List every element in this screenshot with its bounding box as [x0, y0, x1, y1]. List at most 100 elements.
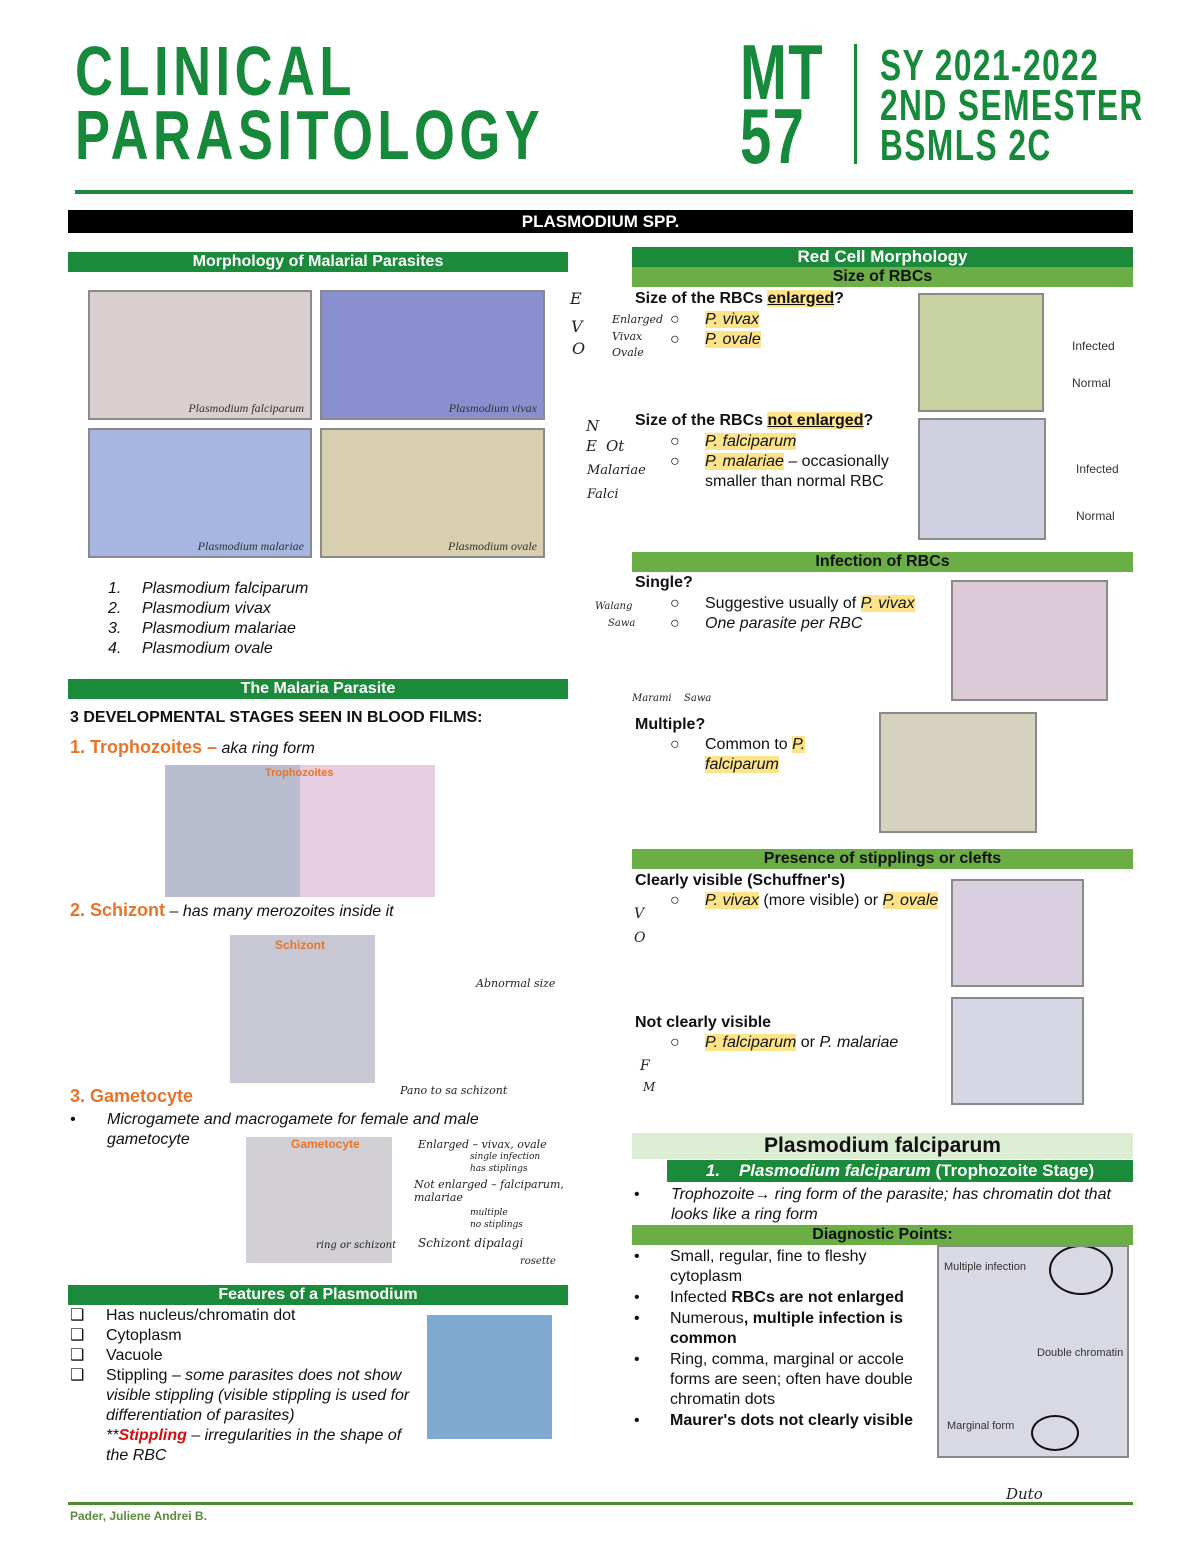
multiple-infection-image: [879, 712, 1037, 833]
header-rule: [75, 190, 1133, 194]
image-label: Multiple infection: [944, 1261, 1026, 1273]
normal-label: Normal: [1072, 376, 1111, 390]
not-enlarged-rbc-image: [918, 418, 1046, 540]
handwritten-note: Sawa: [684, 693, 712, 704]
falciparum-image: Plasmodium falciparum: [88, 290, 312, 420]
handwritten-note: rosette: [520, 1256, 556, 1267]
handwritten-note: Abnormal size: [476, 977, 556, 990]
stage-trophozoite: 1. Trophozoites – aka ring form: [70, 737, 315, 757]
normal-label: Normal: [1076, 509, 1115, 523]
handwritten-note: Marami: [632, 693, 672, 704]
enlarged-list: ○P. vivax ○P. ovale: [670, 310, 761, 350]
handwritten-note: Ovale: [612, 346, 644, 359]
ovale-image: Plasmodium ovale: [320, 428, 545, 558]
species-item: 1.Plasmodium falciparum: [108, 580, 309, 597]
gametocyte-image: Gametocyte: [246, 1137, 392, 1263]
footer-rule: [68, 1502, 1133, 1505]
list-item: ○P. ovale: [670, 331, 761, 348]
section: BSMLS 2C: [880, 121, 1052, 170]
handwritten-note: Ot: [606, 437, 625, 455]
image-caption: Plasmodium ovale: [448, 539, 537, 553]
enlarged-rbc-image: [918, 293, 1044, 412]
handwritten-note: F: [640, 1058, 650, 1074]
single-question: Single?: [635, 574, 693, 591]
infected-label: Infected: [1076, 462, 1119, 476]
image-label: Double chromatin: [1037, 1347, 1124, 1359]
species-list: 1.Plasmodium falciparum 2.Plasmodium viv…: [108, 579, 308, 659]
list-item: •Infected RBCs are not enlarged: [634, 1289, 904, 1306]
not-visible-question: Not clearly visible: [635, 1014, 772, 1031]
species-item: 3.Plasmodium malariae: [108, 620, 296, 637]
image-caption: Plasmodium malariae: [197, 539, 304, 553]
plasmodium-features-image: [427, 1315, 552, 1439]
no-stippling-image: [951, 997, 1084, 1105]
school-year: SY 2021-2022: [880, 41, 1100, 90]
handwritten-note: has stiplings: [470, 1164, 528, 1174]
infection-header: Infection of RBCs: [632, 552, 1133, 572]
doc-title-line2: PARASITOLOGY: [75, 96, 545, 174]
infected-label: Infected: [1072, 339, 1115, 353]
handwritten-note: Malariae: [587, 463, 646, 478]
list-item: •Numerous, multiple infection is common: [634, 1310, 903, 1347]
handwritten-note: Enlarged – vivax, ovale: [418, 1138, 547, 1151]
handwritten-note: Pano to sa schizont: [400, 1084, 508, 1097]
annotation-circle: [1049, 1247, 1113, 1295]
diagnostic-list: •Small, regular, fine to fleshy cytoplas…: [634, 1247, 914, 1431]
species-item: 2.Plasmodium vivax: [108, 600, 271, 617]
schizont-image: Schizont: [230, 935, 375, 1083]
handwritten-note: Falci: [587, 487, 619, 502]
multiple-question: Multiple?: [635, 716, 706, 733]
header-divider: [854, 44, 857, 164]
falciparum-diagnostic-image: Multiple infection Double chromatin Marg…: [937, 1245, 1129, 1458]
falciparum-title: Plasmodium falciparum: [632, 1133, 1133, 1159]
image-caption: Plasmodium vivax: [448, 401, 537, 415]
enlarged-question: Size of the RBCs enlarged?: [635, 290, 844, 307]
handwritten-note: O: [634, 930, 646, 946]
handwritten-note: E: [586, 437, 597, 455]
list-item: ○P. vivax: [670, 311, 759, 328]
malaria-parasite-header: The Malaria Parasite: [68, 679, 568, 699]
handwritten-note: M: [643, 1080, 656, 1094]
list-item: ○One parasite per RBC: [670, 615, 863, 632]
trophozoite-image: Trophozoites: [165, 765, 435, 897]
species-item: 4.Plasmodium ovale: [108, 640, 273, 657]
handwritten-note: O: [572, 339, 586, 358]
handwritten-note: E: [570, 289, 582, 308]
vivax-image: Plasmodium vivax: [320, 290, 545, 420]
handwritten-note: Walang: [595, 601, 633, 612]
image-caption: Plasmodium falciparum: [188, 401, 304, 415]
handwritten-note: Duto: [1006, 1485, 1043, 1503]
doc-title-line1: CLINICAL: [75, 32, 356, 110]
semester: 2ND SEMESTER: [880, 81, 1144, 130]
list-item: ○P. malariae – occasionally smaller than…: [670, 453, 889, 490]
list-item: •Maurer's dots not clearly visible: [634, 1412, 913, 1429]
handwritten-note: Sawa: [608, 618, 636, 629]
handwritten-note: ring or schizont: [316, 1240, 397, 1251]
red-cell-morphology-header: Red Cell Morphology: [632, 247, 1133, 267]
course-number: 57: [740, 92, 806, 180]
visible-item: ○P. vivax (more visible) or P. ovale: [670, 892, 939, 909]
multiple-item: ○Common to P. falciparum: [670, 736, 806, 773]
section-banner: PLASMODIUM SPP.: [68, 210, 1133, 233]
schuffner-image: [951, 879, 1084, 987]
trophozoite-bullet: •Trophozoite→ ring form of the parasite;…: [634, 1186, 1111, 1223]
features-list: ❑Has nucleus/chromatin dot ❑Cytoplasm ❑V…: [70, 1306, 420, 1466]
list-item: ○Suggestive usually of P. vivax: [670, 595, 915, 612]
image-label: Marginal form: [947, 1420, 1015, 1432]
not-enlarged-list: ○P. falciparum ○P. malariae – occasional…: [670, 432, 900, 492]
morphology-header: Morphology of Malarial Parasites: [68, 252, 568, 272]
footer-author: Pader, Juliene Andrei B.: [70, 1509, 207, 1523]
stages-heading: 3 DEVELOPMENTAL STAGES SEEN IN BLOOD FIL…: [70, 709, 483, 726]
single-list: ○Suggestive usually of P. vivax ○One par…: [670, 594, 930, 634]
diagnostic-header: Diagnostic Points:: [632, 1225, 1133, 1245]
not-enlarged-question: Size of the RBCs not enlarged?: [635, 412, 874, 429]
handwritten-note: V: [571, 317, 583, 336]
stage-schizont: 2. Schizont – has many merozoites inside…: [70, 900, 394, 920]
visible-question: Clearly visible (Schuffner's): [635, 872, 846, 889]
not-visible-item: ○P. falciparum or P. malariae: [670, 1034, 899, 1051]
course-code: MT: [740, 28, 824, 116]
annotation-circle: [1031, 1415, 1079, 1451]
single-infection-image: [951, 580, 1108, 701]
stippling-header: Presence of stipplings or clefts: [632, 849, 1133, 869]
handwritten-note: no stiplings: [470, 1220, 523, 1230]
